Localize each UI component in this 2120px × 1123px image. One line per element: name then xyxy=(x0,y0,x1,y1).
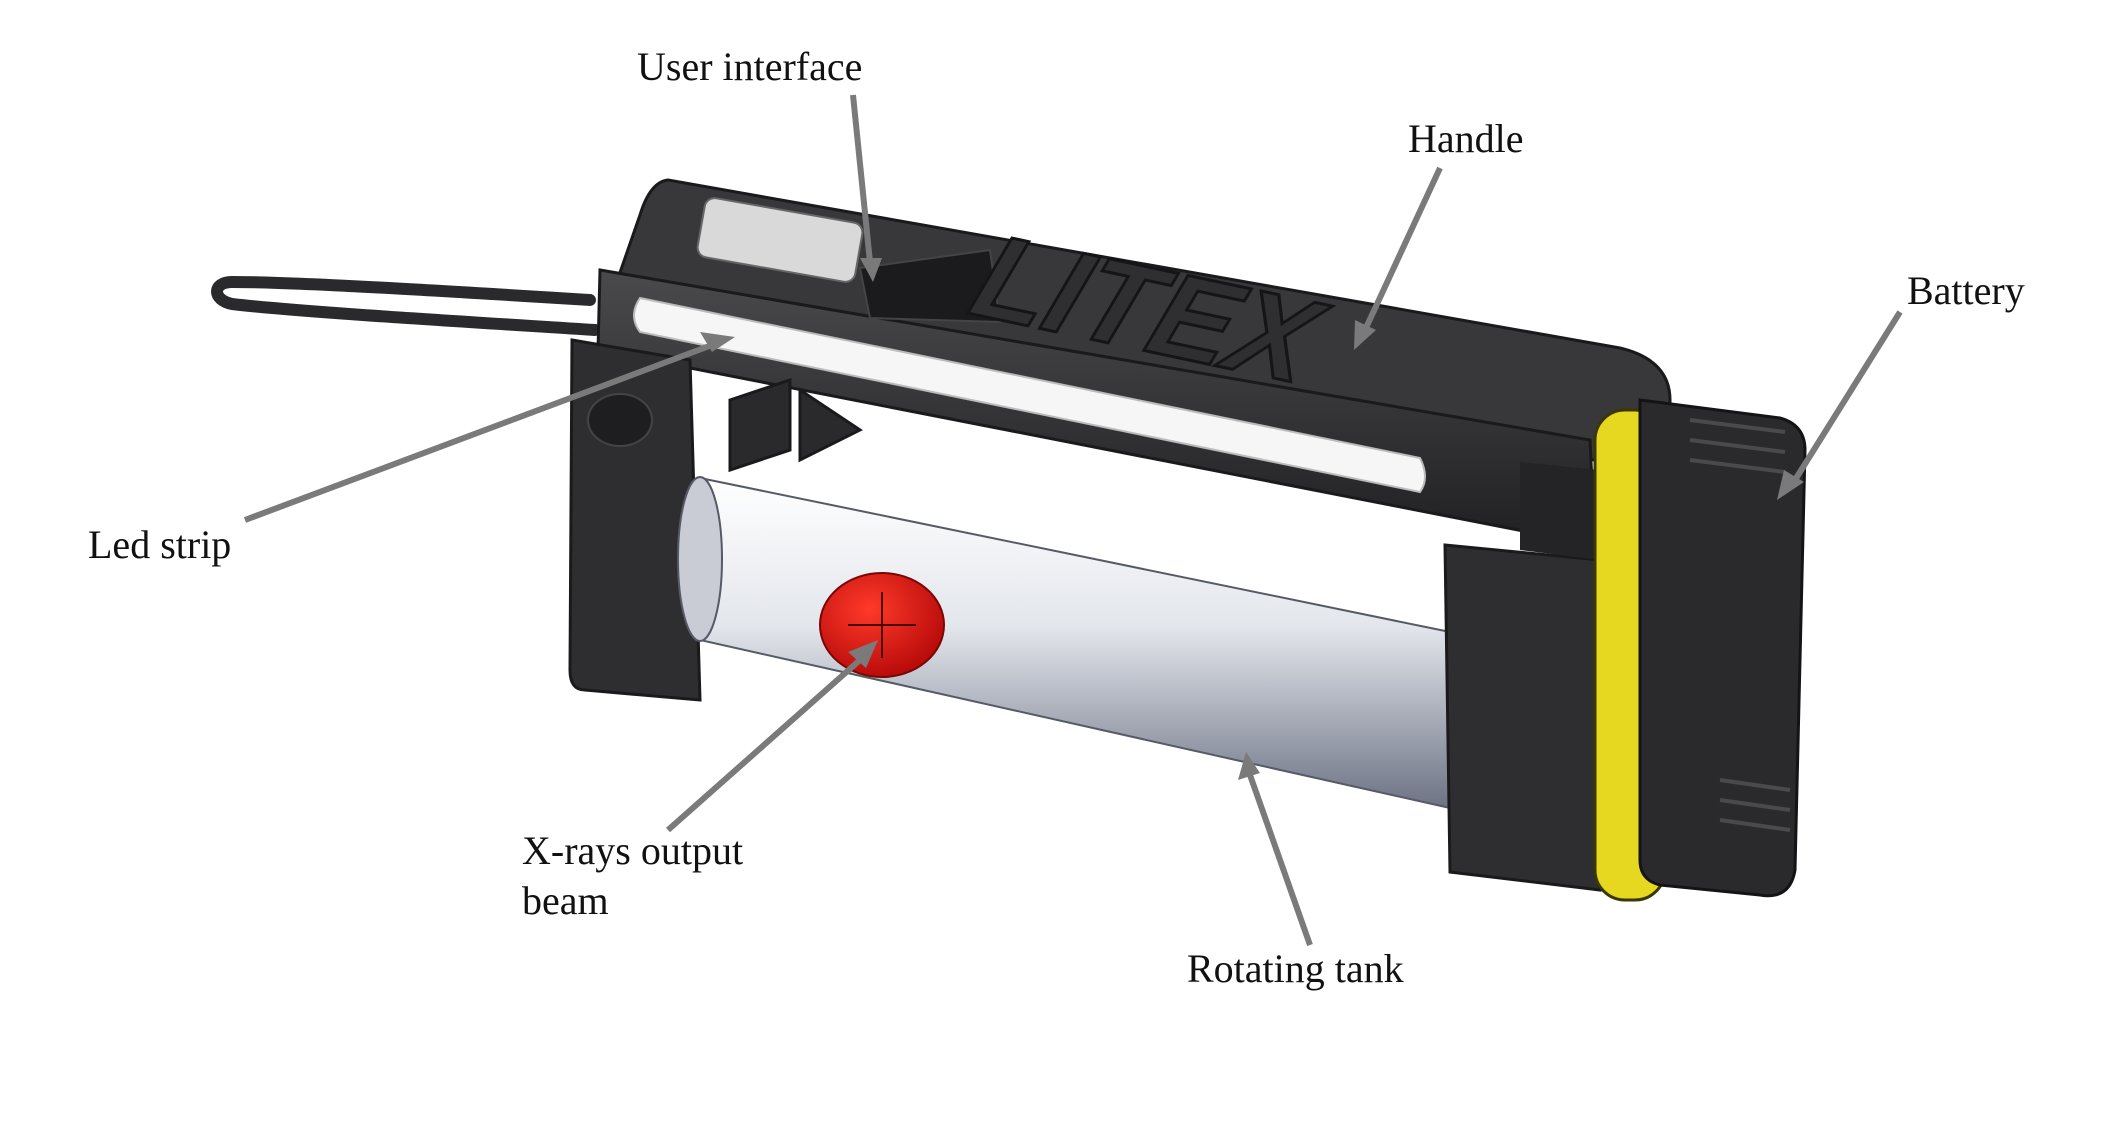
rotating-tank xyxy=(699,476,1451,810)
tank-end xyxy=(677,476,723,642)
label-xrays-line2: beam xyxy=(522,878,609,923)
leader-battery xyxy=(1777,310,1903,500)
knob xyxy=(587,393,653,447)
leader-led-strip xyxy=(243,332,735,523)
battery-ribs xyxy=(1689,418,1791,832)
battery-body xyxy=(1638,398,1807,898)
label-battery: Battery xyxy=(1907,268,2025,313)
label-xrays-output-beam: X-rays output beam xyxy=(522,826,743,926)
user-interface-panel xyxy=(858,248,1002,324)
emblem xyxy=(728,377,863,473)
label-user-interface: User interface xyxy=(637,44,863,89)
leader-user-interface xyxy=(850,94,882,282)
leader-rotating-tank xyxy=(1238,752,1313,946)
strap xyxy=(211,275,601,336)
leader-xrays xyxy=(666,640,878,833)
frame-right-leg xyxy=(1443,543,1602,892)
leader-handle xyxy=(1354,166,1443,350)
label-rotating-tank: Rotating tank xyxy=(1187,946,1404,991)
connector xyxy=(696,197,864,283)
label-led-strip: Led strip xyxy=(88,522,232,567)
led-strip xyxy=(633,296,1426,494)
label-xrays-line1: X-rays output xyxy=(522,828,744,873)
frame-right-block xyxy=(1520,462,1600,560)
label-handle: Handle xyxy=(1408,116,1524,161)
